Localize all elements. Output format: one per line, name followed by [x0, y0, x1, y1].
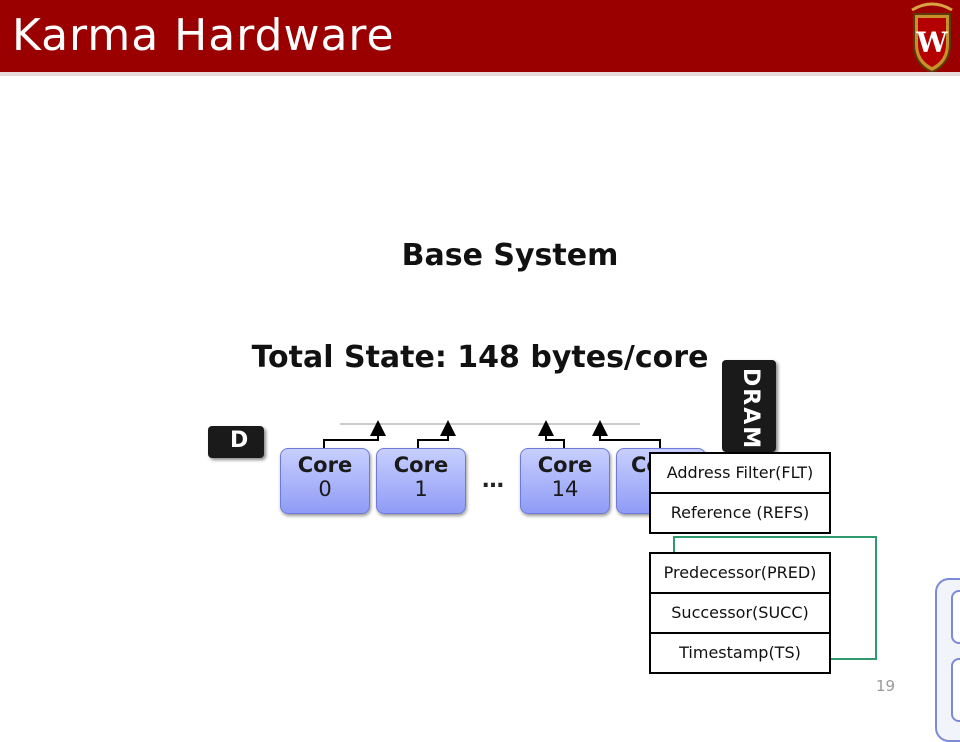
core-label: Core: [393, 453, 449, 477]
core-1: Core 1: [376, 448, 466, 514]
dram-tab: DRAM: [722, 360, 776, 452]
left-tab: D: [208, 426, 264, 458]
offscreen-panel-slot: [951, 658, 960, 722]
register-successor: Successor(SUCC): [649, 592, 831, 634]
core-label: Core: [537, 453, 593, 477]
register-reference: Reference (REFS): [649, 492, 831, 534]
slide-title: Karma Hardware: [12, 10, 395, 61]
core-0: Core 0: [280, 448, 370, 514]
core-number: 1: [414, 477, 428, 501]
base-system-label: Base System: [401, 238, 619, 273]
offscreen-panel-slot: [951, 590, 960, 644]
page-number: 19: [876, 677, 896, 695]
total-state-label: Total State: 148 bytes/core: [251, 340, 709, 375]
offscreen-panel: [935, 578, 960, 742]
register-timestamp: Timestamp(TS): [649, 632, 831, 674]
core-ellipsis: …: [482, 468, 504, 493]
crest-letter: W: [915, 26, 948, 59]
register-predecessor: Predecessor(PRED): [649, 552, 831, 594]
university-crest-icon: W: [911, 2, 953, 74]
title-bar: Karma Hardware W: [0, 0, 960, 74]
core-number: 14: [551, 477, 579, 501]
core-number: 0: [318, 477, 332, 501]
left-tab-label: D: [230, 428, 249, 453]
register-address-filter: Address Filter(FLT): [649, 452, 831, 494]
core-label: Core: [297, 453, 353, 477]
header-divider: [0, 72, 960, 76]
core-14: Core 14: [520, 448, 610, 514]
dram-tab-label: DRAM: [738, 368, 763, 451]
